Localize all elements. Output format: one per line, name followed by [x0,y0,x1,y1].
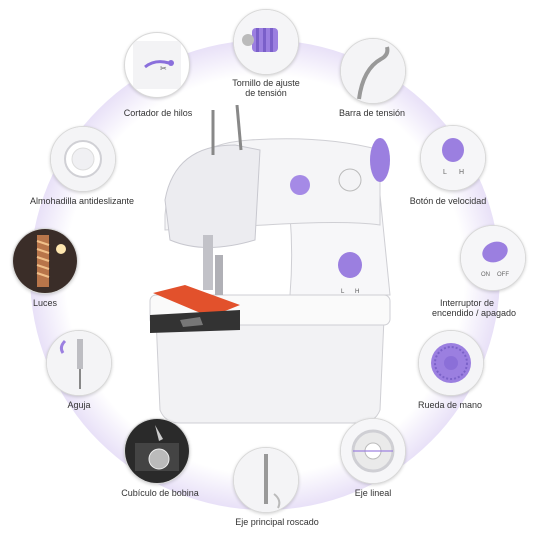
label-threaded-main-axis: Eje principal roscado [235,517,319,527]
machine-low-mark: L [341,289,345,295]
label-non-slip-pad: Almohadilla antideslizante [29,196,135,206]
label-power-switch-line1: Interruptor de [440,298,495,308]
label-power-switch-line2: encendido / apagado [431,308,517,318]
sewing-machine-image: L H [149,105,391,424]
speed-button-thumb: L H [420,125,486,191]
tension-bar-thumb [340,38,406,104]
needle-thumb [46,330,112,396]
label-needle: Aguja [67,400,91,410]
switch-on-mark: ON [481,272,490,278]
non-slip-pad-thumb [50,126,116,192]
label-tension-screw-line2: de tensión [245,88,287,98]
label-bobbin-case: Cubículo de bobina [121,488,199,498]
label-speed-button: Botón de velocidad [409,196,487,206]
speed-high-mark: H [459,169,464,176]
bobbin-case-thumb [124,418,190,484]
hand-wheel-thumb [418,330,484,396]
linear-axis-thumb [340,418,406,484]
background-ring [30,40,500,510]
label-thread-cutter: Cortador de hilos [123,108,193,118]
svg-text:✂: ✂ [160,64,167,73]
label-tension-screw-line1: Tornillo de ajuste [232,78,300,88]
switch-off-mark: OFF [497,272,509,278]
tension-screw-thumb [233,9,299,75]
machine-high-mark: H [355,289,359,295]
label-lights: Luces [32,298,58,308]
label-hand-wheel: Rueda de mano [417,400,483,410]
thread-cutter-thumb: ✂ [124,32,190,98]
speed-low-mark: L [443,169,447,176]
threaded-main-axis-thumb [233,447,299,513]
lights-thumb [12,228,78,294]
label-tension-bar: Barra de tensión [338,108,406,118]
label-linear-axis: Eje lineal [354,488,392,498]
power-switch-thumb: ON OFF [460,225,526,291]
